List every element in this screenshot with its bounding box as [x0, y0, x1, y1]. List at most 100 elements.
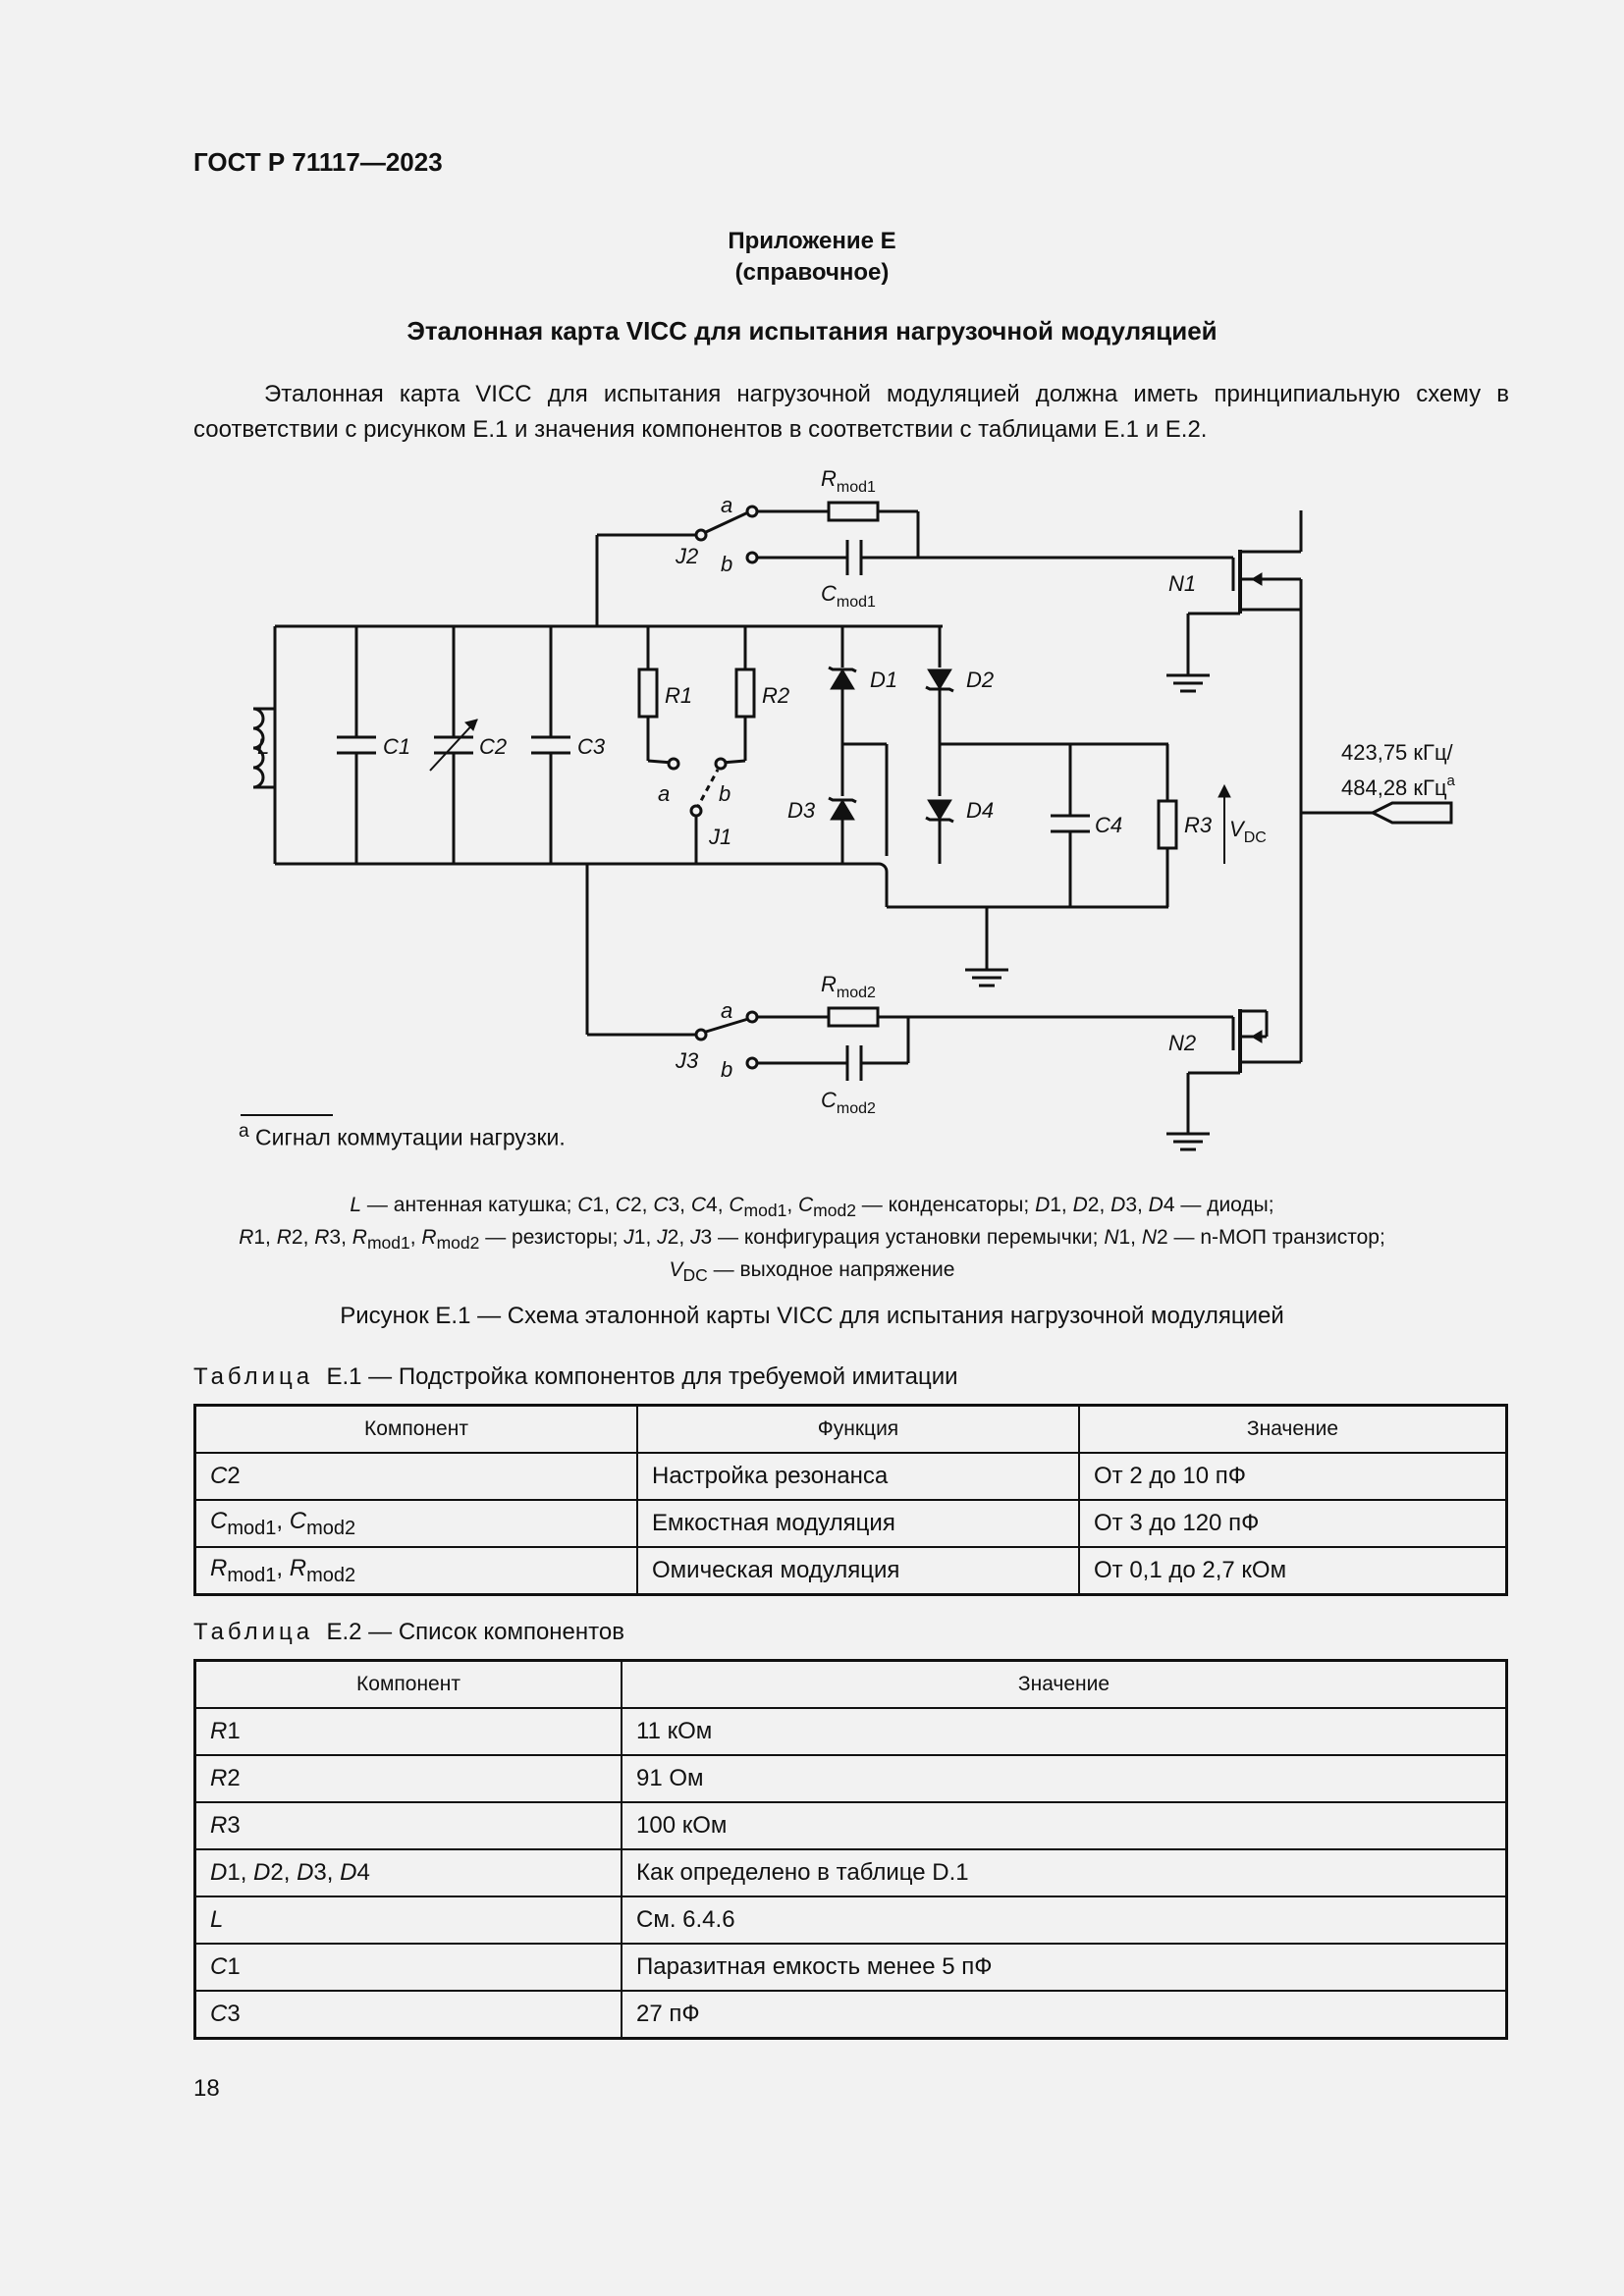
label-j1-b: b [719, 781, 731, 806]
label-rmod1: Rmod1 [821, 466, 876, 496]
footnote-divider [241, 1114, 333, 1116]
jumper-j2 [705, 510, 749, 534]
circuit-schematic: L C1 C2 C3 R1 R2 a b J1 D1 D2 D3 D4 C4 R… [252, 466, 1456, 1151]
table-cell: 91 Ом [621, 1754, 1508, 1803]
label-r1: R1 [665, 683, 692, 708]
signal-connector [1369, 801, 1453, 825]
label-j2-b: b [721, 552, 732, 576]
table-cell: C3 [193, 1990, 623, 2040]
table-cell: Как определено в таблице D.1 [621, 1848, 1508, 1897]
table-header: Компонент [193, 1404, 638, 1454]
label-d2: D2 [966, 667, 994, 692]
table-cell: 27 пФ [621, 1990, 1508, 2040]
resistor-r2 [734, 667, 756, 719]
label-j1: J1 [708, 825, 731, 849]
table-cell: Емкостная модуляция [636, 1499, 1080, 1548]
legend-line-1: L — антенная катушка; C1, C2, C3, C4, Cm… [350, 1194, 1274, 1221]
table-cell: C1 [193, 1943, 623, 1992]
page-number: 18 [193, 2075, 220, 2102]
label-r2: R2 [762, 683, 789, 708]
table1-caption: Таблица Е.1 — Подстройка компонентов для… [193, 1363, 958, 1390]
label-c3: C3 [577, 734, 606, 759]
figure-caption: Рисунок Е.1 — Схема эталонной карты VICC… [340, 1303, 1284, 1329]
table-cell: C2 [193, 1452, 638, 1501]
label-c2: C2 [479, 734, 507, 759]
label-vdc: VDC [1229, 817, 1267, 846]
table-cell: R2 [193, 1754, 623, 1803]
appendix-subtitle: (справочное) [734, 259, 890, 286]
zener-diode-d2 [927, 668, 952, 690]
table-cell: 11 кОм [621, 1707, 1508, 1756]
intro-paragraph: Эталонная карта VICC для испытания нагру… [193, 381, 1509, 443]
label-c4: C4 [1095, 813, 1122, 837]
table-cell: Cmod1, Cmod2 [193, 1499, 638, 1548]
figure-legend: L — антенная катушка; C1, C2, C3, C4, Cm… [0, 1192, 1624, 1290]
label-j3-a: a [721, 998, 732, 1023]
table-cell: См. 6.4.6 [621, 1896, 1508, 1945]
table-cell: L [193, 1896, 623, 1945]
footnote: a Сигнал коммутации нагрузки. [239, 1121, 566, 1151]
table-cell: Омическая модуляция [636, 1546, 1080, 1596]
resistor-r1 [637, 667, 659, 719]
table-row: C2 Настройка резонанса От 2 до 10 пФ [193, 1452, 1508, 1501]
label-n2: N2 [1168, 1031, 1196, 1055]
label-c1: C1 [383, 734, 410, 759]
table-header-row: Компонент Значение [193, 1659, 1508, 1709]
table-cell: Rmod1, Rmod2 [193, 1546, 638, 1596]
zener-diode-d1 [830, 668, 855, 690]
signal-frequency-2: 484,28 кГцa [1341, 773, 1456, 800]
label-j2: J2 [675, 544, 698, 568]
document-header: ГОСТ Р 71117—2023 [193, 147, 443, 177]
table-row: Cmod1, Cmod2 Емкостная модуляция От 3 до… [193, 1499, 1508, 1548]
table-header: Компонент [193, 1659, 623, 1709]
label-n1: N1 [1168, 571, 1196, 596]
section-title: Эталонная карта VICC для испытания нагру… [406, 316, 1218, 346]
label-r3: R3 [1184, 813, 1213, 837]
appendix-heading: Приложение Е (справочное) [0, 226, 1624, 289]
label-cmod1: Cmod1 [821, 581, 876, 611]
signal-frequency-1: 423,75 кГц/ [1341, 740, 1454, 765]
table-cell: R3 [193, 1801, 623, 1850]
footnote-mark: a [239, 1121, 249, 1142]
legend-line-2: R1, R2, R3, Rmod1, Rmod2 — резисторы; J1… [239, 1226, 1385, 1254]
jumper-j1 [694, 769, 720, 811]
label-d4: D4 [966, 798, 994, 823]
label-j3: J3 [675, 1048, 699, 1073]
resistor-rmod2 [827, 1006, 880, 1028]
table-header: Функция [636, 1404, 1080, 1454]
wire-crossover [878, 862, 889, 873]
zener-diode-d4 [927, 799, 952, 821]
label-rmod2: Rmod2 [821, 972, 876, 1001]
label-l: L [257, 734, 269, 759]
table-cell: Настройка резонанса [636, 1452, 1080, 1501]
inductor-l [252, 707, 265, 789]
table-cell: От 0,1 до 2,7 кОм [1078, 1546, 1508, 1596]
resistor-r3 [1157, 799, 1178, 850]
label-cmod2: Cmod2 [821, 1088, 876, 1117]
table-cell: 100 кОм [621, 1801, 1508, 1850]
table-header-row: Компонент Функция Значение [193, 1404, 1508, 1454]
table2-caption: Таблица Е.2 — Список компонентов [193, 1619, 624, 1645]
label-j3-b: b [721, 1057, 732, 1082]
table1: Компонент Функция Значение C2 Настройка … [193, 1404, 1508, 1596]
label-j2-a: a [721, 493, 732, 517]
table-cell: R1 [193, 1707, 623, 1756]
label-d1: D1 [870, 667, 897, 692]
resistor-rmod1 [827, 501, 880, 522]
footnote-text: Сигнал коммутации нагрузки. [255, 1124, 566, 1150]
table-row: Rmod1, Rmod2 Омическая модуляция От 0,1 … [193, 1546, 1508, 1596]
table-header: Значение [621, 1659, 1508, 1709]
table-cell: От 2 до 10 пФ [1078, 1452, 1508, 1501]
zener-diode-d3 [830, 799, 855, 821]
jumper-j3 [705, 1017, 749, 1034]
table-cell: D1, D2, D3, D4 [193, 1848, 623, 1897]
table-cell: Паразитная емкость менее 5 пФ [621, 1943, 1508, 1992]
